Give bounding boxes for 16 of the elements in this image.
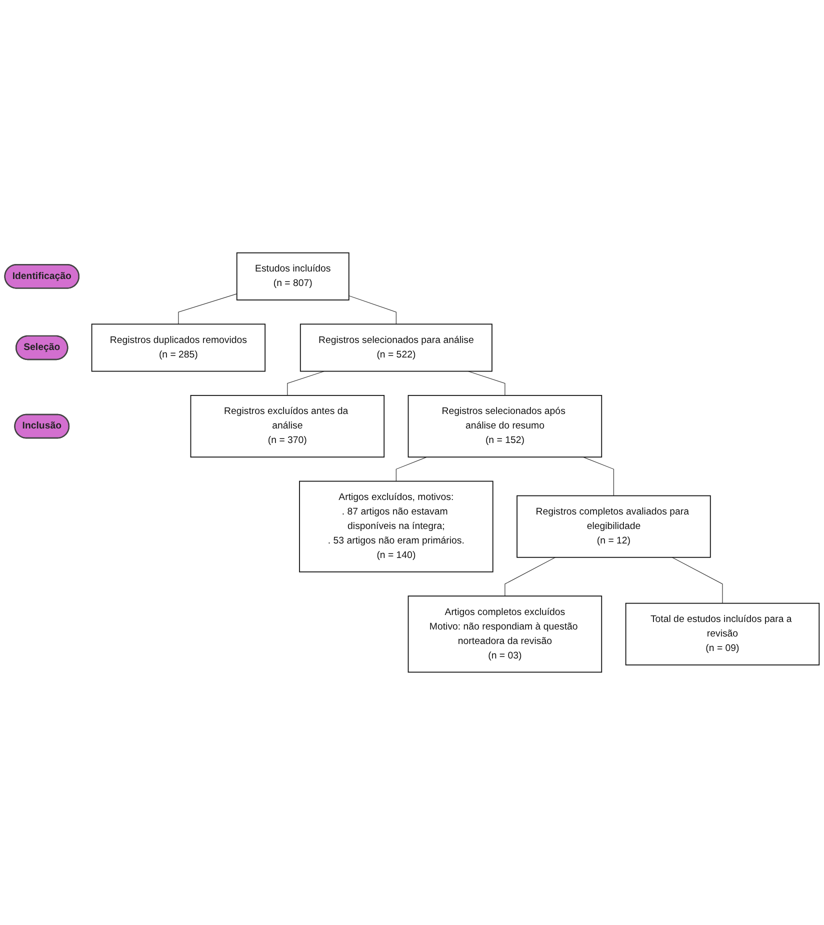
node-box: Registros selecionados após análise do resumo (n = 152): [408, 394, 602, 458]
node-box: Estudos incluídos (n = 807): [236, 252, 350, 300]
connector: [348, 295, 396, 324]
connector: [178, 294, 238, 324]
connector: [504, 557, 556, 596]
node-box: Registros excluídos antes da análise (n = 370): [190, 394, 385, 458]
node-box: Total de estudos incluídos para a revisão (n = 09): [625, 602, 820, 666]
connector: [672, 557, 723, 604]
node-box: Artigos completos excluídos Motivo: não respondiam à questão norteadora da revisão (n = 03): [408, 596, 602, 673]
connector: [396, 456, 428, 482]
node-box: Registros selecionados para análise (n = 522): [300, 324, 492, 372]
node-box: Registros completos avaliados para elegibilidade (n = 12): [516, 495, 711, 558]
node-box: Artigos excluídos, motivos: . 87 artigos não estavam disponíveis na íntegra; . 53 artigos não eram primários. (n = 140): [299, 480, 494, 572]
node-box: Registros duplicados removidos (n = 285): [91, 324, 266, 372]
connector: [468, 370, 506, 396]
connector: [287, 370, 325, 396]
